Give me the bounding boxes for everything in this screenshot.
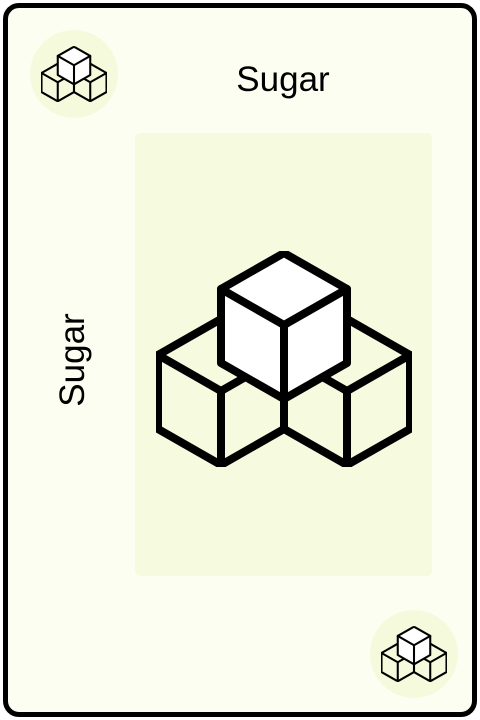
corner-badge-top-left [30, 30, 118, 118]
sugar-cubes-icon [135, 133, 432, 576]
card-art-panel [135, 133, 432, 576]
sugar-cubes-icon [381, 621, 447, 687]
sugar-cubes-icon [41, 41, 107, 107]
card-side-title: Sugar [53, 313, 92, 407]
game-card[interactable]: Sugar Sugar [3, 3, 477, 717]
corner-badge-bottom-right [370, 610, 458, 698]
card-title: Sugar [236, 60, 330, 99]
